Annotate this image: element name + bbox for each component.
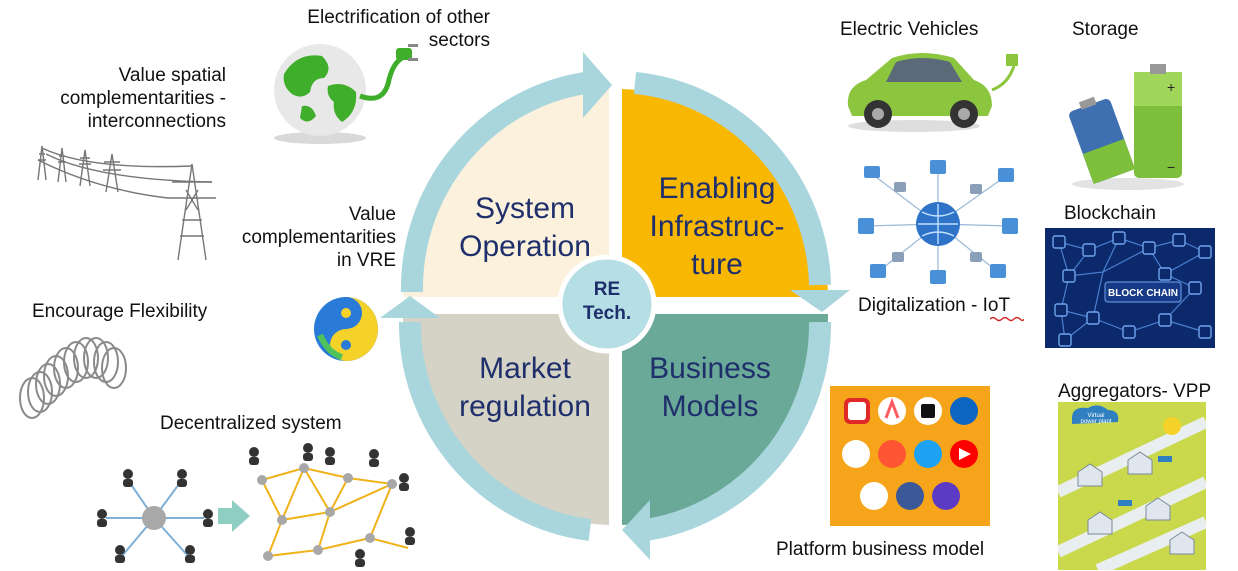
quadrant-system-operation bbox=[403, 89, 609, 297]
center-line2: Tech. bbox=[582, 303, 632, 324]
vpp-text-line2: power plant bbox=[1080, 419, 1111, 425]
yin-yang-icon bbox=[314, 297, 378, 361]
electrification-line1: Electrification of other bbox=[307, 7, 490, 28]
vre-line1: Value bbox=[348, 204, 396, 225]
enabling-infrastructure-line2: Infrastruc- bbox=[649, 210, 785, 243]
flexibility-label: Encourage Flexibility bbox=[32, 301, 208, 322]
app-logos-icon bbox=[830, 386, 990, 526]
svg-text:−: − bbox=[1167, 159, 1175, 175]
vre-line3: in VRE bbox=[336, 250, 396, 271]
arrow-head-bottom bbox=[622, 500, 650, 560]
blockchain-text: BLOCK CHAIN bbox=[1108, 288, 1178, 299]
business-models-line2: Models bbox=[661, 390, 759, 423]
vpp-text-line1: Virtual bbox=[1088, 413, 1105, 419]
center-circle bbox=[557, 254, 657, 354]
quadrant-enabling-infrastructure bbox=[622, 89, 828, 297]
electric-car-icon bbox=[847, 53, 1018, 132]
digitalization-label: Digitalization - IoT bbox=[858, 294, 1010, 317]
enabling-infrastructure-line3: ture bbox=[691, 248, 743, 281]
market-regulation-line2: regulation bbox=[459, 390, 591, 423]
digitalization-text: Digitalization - IoT bbox=[858, 295, 1011, 316]
spatial-line1: Value spatial bbox=[118, 65, 226, 86]
quadrant-market-regulation bbox=[402, 314, 609, 525]
vre-label: Value complementarities in VRE bbox=[240, 203, 396, 272]
virtual-power-plant-icon: Virtual power plant bbox=[1058, 402, 1206, 570]
battery-icon: + − bbox=[1069, 64, 1184, 190]
arrow-head-left bbox=[380, 296, 440, 318]
enabling-infrastructure-label: Enabling Infrastruc- ture bbox=[632, 170, 802, 284]
spatial-label: Value spatial complementarities - interc… bbox=[20, 64, 226, 133]
ev-label: Electric Vehicles bbox=[840, 19, 979, 40]
enabling-infrastructure-line1: Enabling bbox=[658, 172, 776, 205]
platform-label: Platform business model bbox=[776, 539, 985, 560]
center-line1: RE bbox=[593, 279, 621, 300]
decentralized-network-icon bbox=[97, 443, 415, 567]
spring-icon bbox=[19, 337, 127, 419]
aggregators-label: Aggregators- VPP bbox=[1058, 381, 1212, 402]
spatial-line2: complementarities - bbox=[60, 88, 226, 109]
storage-label: Storage bbox=[1072, 19, 1139, 40]
system-operation-label: System Operation bbox=[440, 190, 610, 266]
blockchain-icon: BLOCK CHAIN bbox=[1045, 228, 1215, 348]
spatial-line3: interconnections bbox=[87, 111, 226, 132]
market-regulation-line1: Market bbox=[479, 352, 571, 385]
business-models-line1: Business bbox=[649, 352, 771, 385]
electrification-line2: sectors bbox=[428, 30, 490, 51]
quadrant-business-models bbox=[622, 314, 829, 525]
arrow-head-right bbox=[790, 290, 850, 312]
decentralized-label: Decentralized system bbox=[160, 413, 342, 434]
vre-line2: complementarities bbox=[241, 227, 396, 248]
transmission-towers-icon bbox=[37, 145, 216, 261]
electrification-label: Electrification of other sectors bbox=[250, 6, 490, 52]
system-operation-line1: System bbox=[474, 192, 576, 225]
market-regulation-label: Market regulation bbox=[440, 350, 610, 426]
system-operation-line2: Operation bbox=[459, 230, 591, 263]
globe-plug-icon bbox=[274, 44, 418, 144]
cycle-arrows bbox=[398, 72, 832, 541]
iot-network-icon bbox=[856, 160, 1020, 286]
blockchain-label: Blockchain bbox=[1064, 203, 1156, 224]
business-models-label: Business Models bbox=[625, 350, 795, 426]
center-label: RE Tech. bbox=[565, 278, 649, 326]
iot-underline bbox=[990, 316, 1024, 322]
svg-text:+: + bbox=[1167, 79, 1175, 95]
arrow-head-top bbox=[583, 52, 612, 118]
